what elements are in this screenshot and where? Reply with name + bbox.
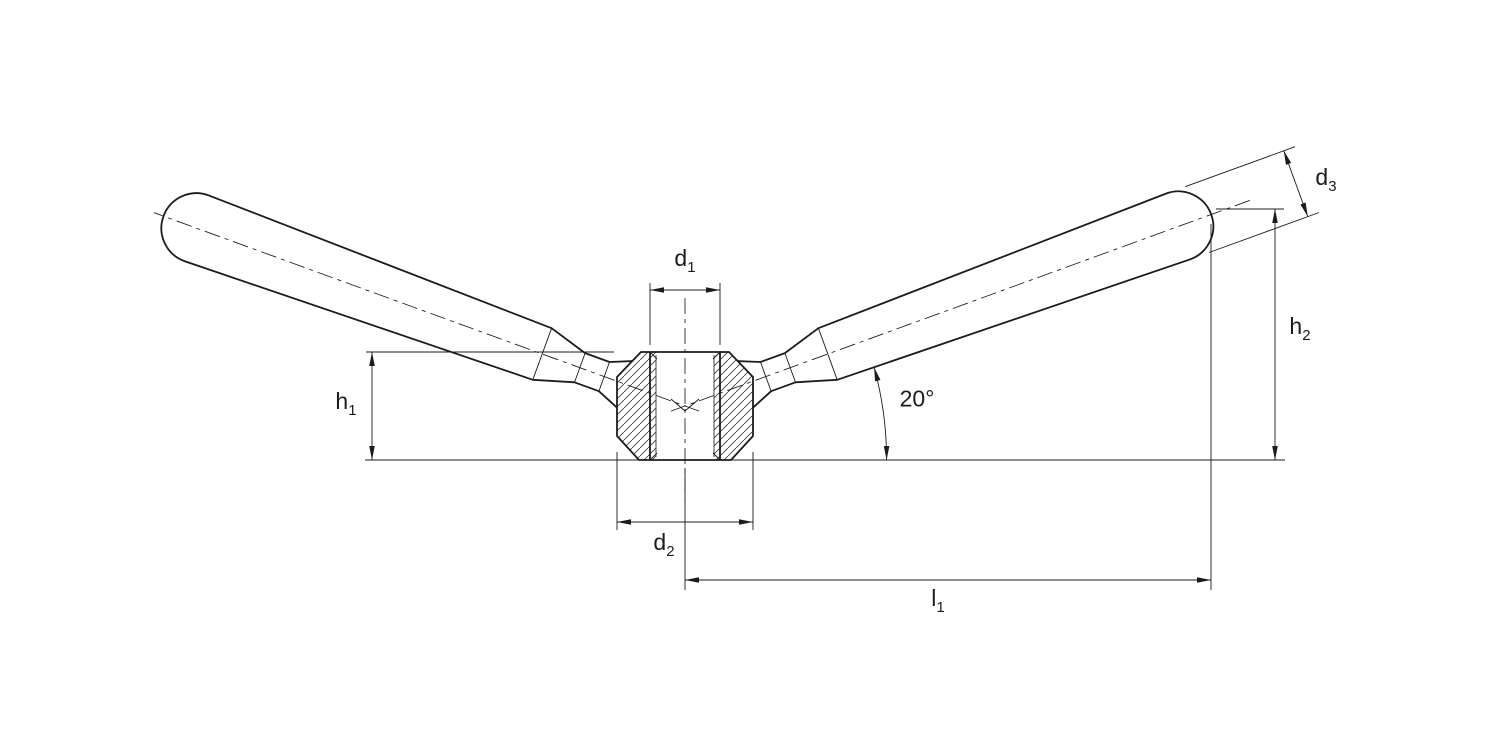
right-arm-centerline <box>670 198 1254 412</box>
right-handle-arm <box>729 190 1215 413</box>
dimension-d1 <box>649 283 721 345</box>
dim-label-h1: h1 <box>335 388 357 419</box>
lever-body <box>160 190 1215 461</box>
dim-label-l1: l1 <box>931 585 945 616</box>
dimension-h1 <box>366 351 614 460</box>
left-handle-arm <box>160 192 641 413</box>
hub-hatch-right <box>714 352 753 460</box>
dimension-l1 <box>684 224 1212 590</box>
dimension-h2 <box>1216 208 1284 460</box>
hub-hatch-left <box>617 352 656 460</box>
dimension-angle <box>873 367 890 461</box>
dim-label-d2: d2 <box>653 529 675 560</box>
dim-label-angle: 20° <box>899 385 935 412</box>
dim-label-d1: d1 <box>674 245 696 276</box>
dim-label-d3: d3 <box>1315 164 1337 195</box>
left-arm-centerline <box>153 212 700 412</box>
dim-label-h2: h2 <box>1289 313 1311 344</box>
dimension-d3 <box>1184 146 1320 253</box>
